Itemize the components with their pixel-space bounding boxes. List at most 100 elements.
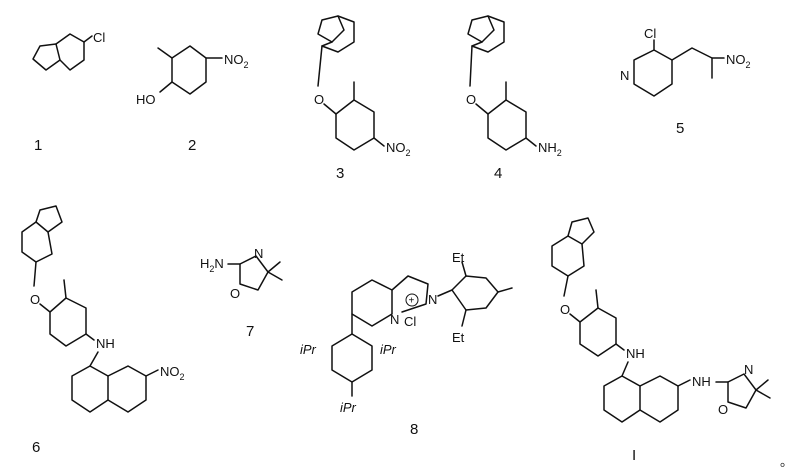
methyl-bond-1 (267, 261, 281, 273)
quinazoline-ring-a (603, 375, 641, 423)
amino-group: NH2 (538, 140, 562, 158)
hydroxyl-group: HO (136, 92, 156, 107)
triazole-ring (317, 15, 345, 43)
oxazoline-nitrogen: N (744, 362, 753, 377)
imidazolium-ring (391, 275, 429, 313)
triisopropylphenyl-ring (331, 333, 373, 383)
pyridine-nitrogen: N (620, 68, 629, 83)
nitrogen-1: N (390, 312, 399, 327)
plus-sign: + (409, 296, 415, 307)
benzene-ring (579, 307, 617, 357)
compound-1: Cl 1 (32, 30, 105, 154)
compound-label-5: 5 (676, 120, 684, 137)
chloride-counterion: Cl (404, 314, 416, 329)
pyridine-ring (55, 33, 85, 71)
o-bond-2 (569, 313, 581, 323)
benzene-ring (335, 99, 375, 151)
nitrogen-2: N (428, 292, 437, 307)
mesityl-ring (451, 275, 499, 311)
isopropyl-2: iPr (380, 342, 397, 357)
compound-2: NO2 HO 2 (136, 45, 249, 154)
benzene-ring (487, 99, 527, 151)
o-bond-2 (39, 303, 51, 313)
compound-label-4: 4 (494, 165, 502, 182)
nh-quinazoline-bond (621, 361, 629, 377)
oxazoline-ring (727, 373, 757, 409)
nitro-group: NO2 (726, 52, 751, 70)
nitro-group: NO2 (224, 52, 249, 70)
amine-nh: NH (96, 336, 115, 351)
o-bond-1 (317, 45, 323, 87)
o-bond-1 (33, 261, 37, 287)
nh2-bond (525, 137, 537, 147)
ether-oxygen: O (560, 302, 570, 317)
compound-label-3: 3 (336, 165, 344, 182)
compound-7: H2N N O 7 (200, 246, 283, 340)
oxazoline-ring (239, 255, 269, 291)
ethyl-2: Et (452, 330, 465, 345)
nh-quinazoline-bond (89, 351, 99, 367)
pyridine-ring (633, 49, 673, 97)
compound-6: O NH NO2 6 (21, 205, 185, 456)
o-bond-1 (469, 45, 473, 87)
amine-nh-1: NH (626, 346, 645, 361)
methyl-bond-b (755, 389, 771, 399)
positive-charge (405, 293, 419, 307)
aryl-bond (437, 289, 453, 297)
triazole-ring (467, 15, 495, 43)
ether-oxygen: O (314, 92, 324, 107)
nh-bond (85, 333, 95, 341)
compound-label-I: I (632, 447, 636, 464)
triazole-ring (32, 43, 61, 71)
compound-label-7: 7 (246, 323, 254, 340)
methyl-bond-a (755, 379, 769, 391)
o-bond-2 (323, 103, 337, 115)
pyridinium-ring (351, 279, 393, 327)
nitropropenyl-chain (671, 47, 713, 79)
triazole-ring (35, 205, 63, 233)
benzene-ring (49, 297, 87, 347)
nh-bond-2 (677, 379, 691, 387)
ethyl-1: Et (452, 250, 465, 265)
et-bond-2 (461, 309, 467, 327)
amino-group: H2N (200, 256, 224, 274)
no2-bond (373, 137, 385, 147)
methyl-bond (157, 47, 173, 59)
methyl-bond (595, 289, 599, 309)
nitro-group: NO2 (386, 140, 411, 158)
compound-5: N Cl NO2 5 (620, 26, 751, 137)
amine-nh-2: NH (692, 374, 711, 389)
methyl-bond (497, 287, 513, 293)
compound-label-8: 8 (410, 421, 418, 438)
oxazoline-nitrogen: N (254, 246, 263, 261)
o-bond-1 (563, 275, 569, 297)
no2-bond (145, 369, 159, 377)
chlorine-atom: Cl (644, 26, 656, 41)
compound-8: N N + Cl Et Et iPr iPr iPr 8 (300, 250, 513, 438)
compound-3: O NO2 3 (314, 15, 411, 182)
nh-bond-1 (615, 343, 625, 351)
compound-label-6: 6 (32, 439, 40, 456)
compound-label-2: 2 (188, 137, 196, 154)
compound-4: O NH2 4 (466, 15, 562, 182)
quinazoline-ring-b (107, 365, 147, 413)
oxazoline-oxygen: O (718, 402, 728, 417)
isopropyl-3: iPr (340, 400, 357, 415)
chlorine-atom: Cl (93, 30, 105, 45)
o-bond-2 (475, 103, 489, 115)
compound-I: O NH NH N O I (551, 217, 771, 464)
triazole-ring (567, 217, 595, 245)
quinazoline-ring-a (71, 365, 109, 413)
methyl-bond (63, 279, 67, 299)
pyridine-ring (551, 235, 585, 277)
ether-oxygen: O (466, 92, 476, 107)
et-bond-1 (461, 261, 467, 277)
pyridine-ring (21, 221, 53, 263)
isopropyl-1: iPr (300, 342, 317, 357)
pyridine-ring (471, 15, 505, 53)
trailing-period-mark: 。 (780, 454, 793, 469)
pyridine-ring (321, 15, 355, 53)
cl-bond (83, 35, 93, 43)
methyl-bond-2 (267, 271, 283, 281)
